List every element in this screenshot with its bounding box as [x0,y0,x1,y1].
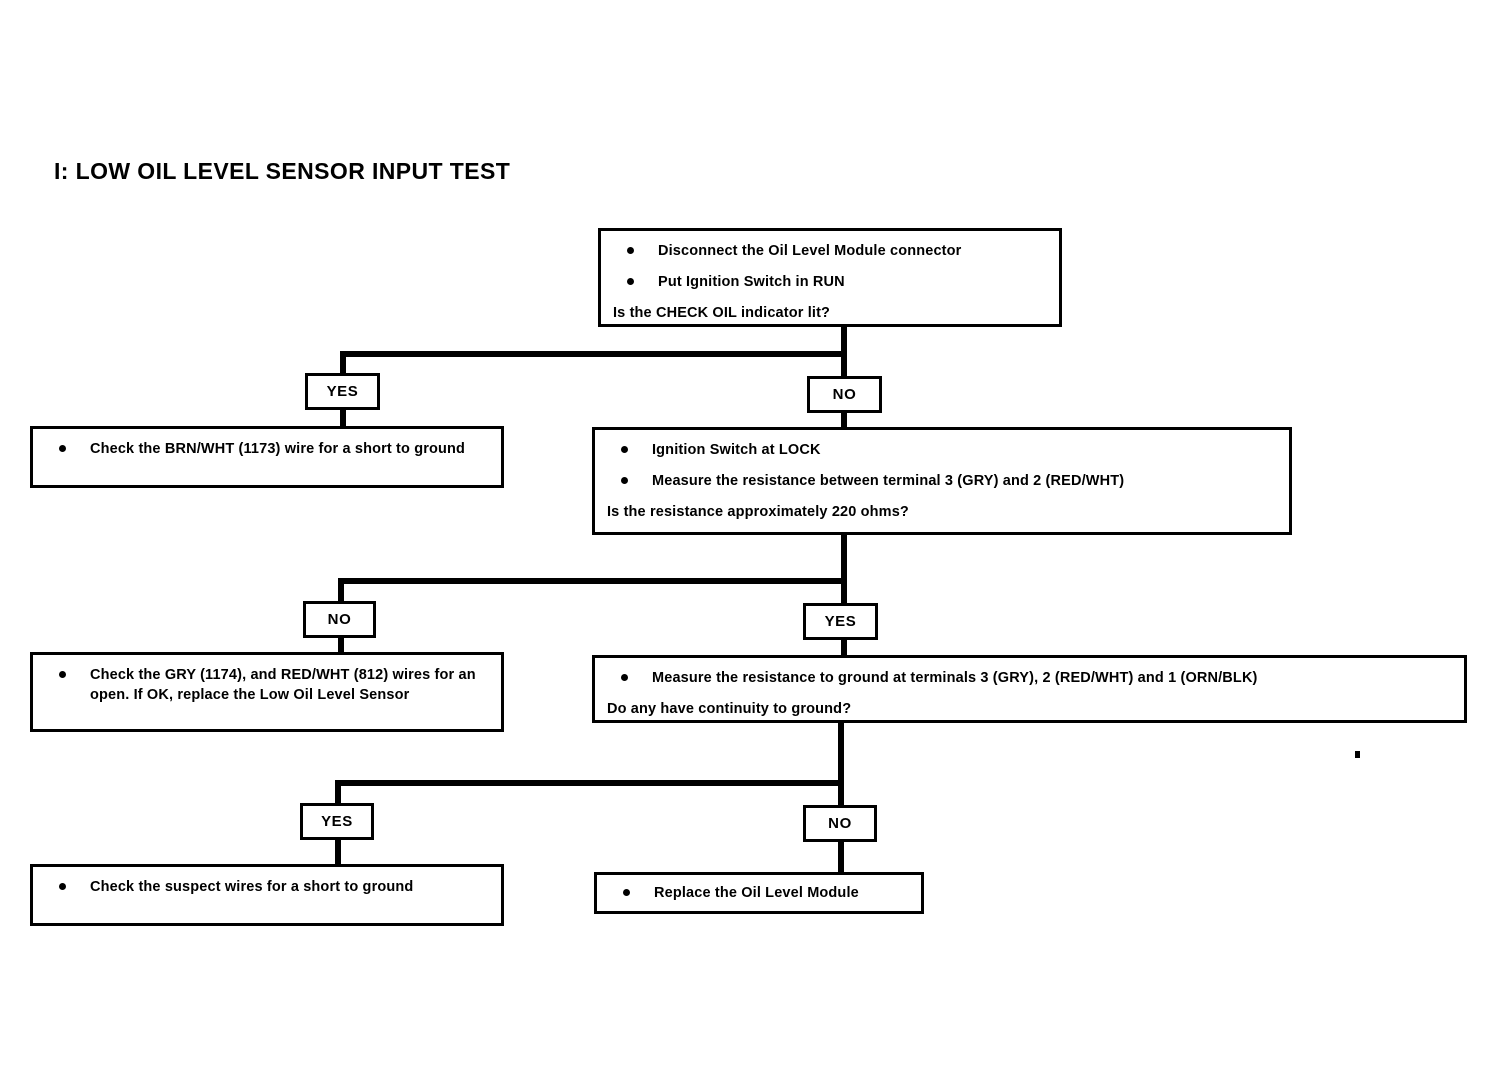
connector-row2-horizontal [338,578,847,584]
bullet-icon [59,445,66,452]
bullet-line: Check the GRY (1174), and RED/WHT (812) … [45,665,489,705]
bullet-line: Check the BRN/WHT (1173) wire for a shor… [45,439,489,459]
scan-artifact-dot [1355,751,1360,758]
action-box-check-suspect-wires: Check the suspect wires for a short to g… [30,864,504,926]
branch-label-text: YES [321,813,353,830]
branch-label-yes-2: YES [803,603,878,640]
action-box-check-gry-redwht: Check the GRY (1174), and RED/WHT (812) … [30,652,504,732]
branch-label-text: NO [327,611,352,628]
bullet-text: Check the GRY (1174), and RED/WHT (812) … [90,667,476,703]
branch-label-text: NO [828,815,852,832]
bullet-icon [621,446,628,453]
bullet-icon [59,671,66,678]
connector-row3-horizontal [335,780,844,786]
bullet-text: Measure the resistance between terminal … [652,473,1125,489]
bullet-icon [627,278,634,285]
bullet-line: Replace the Oil Level Module [609,883,909,903]
branch-label-no-3: NO [803,805,877,842]
bullet-icon [59,883,66,890]
bullet-line: Measure the resistance to ground at term… [607,668,1452,688]
decision-box-step1: Disconnect the Oil Level Module connecto… [598,228,1062,327]
branch-label-text: NO [832,386,857,403]
bullet-text: Ignition Switch at LOCK [652,442,821,458]
bullet-icon [627,247,634,254]
decision-box-step3: Measure the resistance to ground at term… [592,655,1467,723]
bullet-text: Check the BRN/WHT (1173) wire for a shor… [90,441,466,457]
bullet-text: Measure the resistance to ground at term… [652,670,1258,686]
branch-label-yes-1: YES [305,373,380,410]
branch-label-yes-3: YES [300,803,374,840]
branch-label-text: YES [326,383,359,400]
bullet-text: Disconnect the Oil Level Module connecto… [658,243,962,259]
bullet-icon [623,889,630,896]
branch-label-text: YES [824,613,857,630]
action-box-check-brn-wht: Check the BRN/WHT (1173) wire for a shor… [30,426,504,488]
question-text: Do any have continuity to ground? [607,701,852,717]
action-box-replace-oil-level-module: Replace the Oil Level Module [594,872,924,914]
bullet-line: Check the suspect wires for a short to g… [45,877,489,897]
bullet-line: Disconnect the Oil Level Module connecto… [613,241,1047,261]
question-text: Is the CHECK OIL indicator lit? [613,305,831,321]
page-title: I: LOW OIL LEVEL SENSOR INPUT TEST [54,158,511,184]
decision-box-step2: Ignition Switch at LOCK Measure the resi… [592,427,1292,535]
branch-label-no-2: NO [303,601,376,638]
question-text: Is the resistance approximately 220 ohms… [607,504,909,520]
bullet-icon [621,674,628,681]
connector-row1-horizontal [340,351,847,357]
bullet-icon [621,477,628,484]
branch-label-no-1: NO [807,376,882,413]
bullet-line: Put Ignition Switch in RUN [613,272,1047,292]
connector-step2-down [841,535,847,581]
connector-step3-down [838,723,844,782]
bullet-line: Measure the resistance between terminal … [607,471,1277,491]
connector-step1-down [841,327,847,354]
bullet-line: Ignition Switch at LOCK [607,440,1277,460]
bullet-text: Replace the Oil Level Module [654,885,859,901]
bullet-text: Put Ignition Switch in RUN [658,274,845,290]
bullet-text: Check the suspect wires for a short to g… [90,879,414,895]
